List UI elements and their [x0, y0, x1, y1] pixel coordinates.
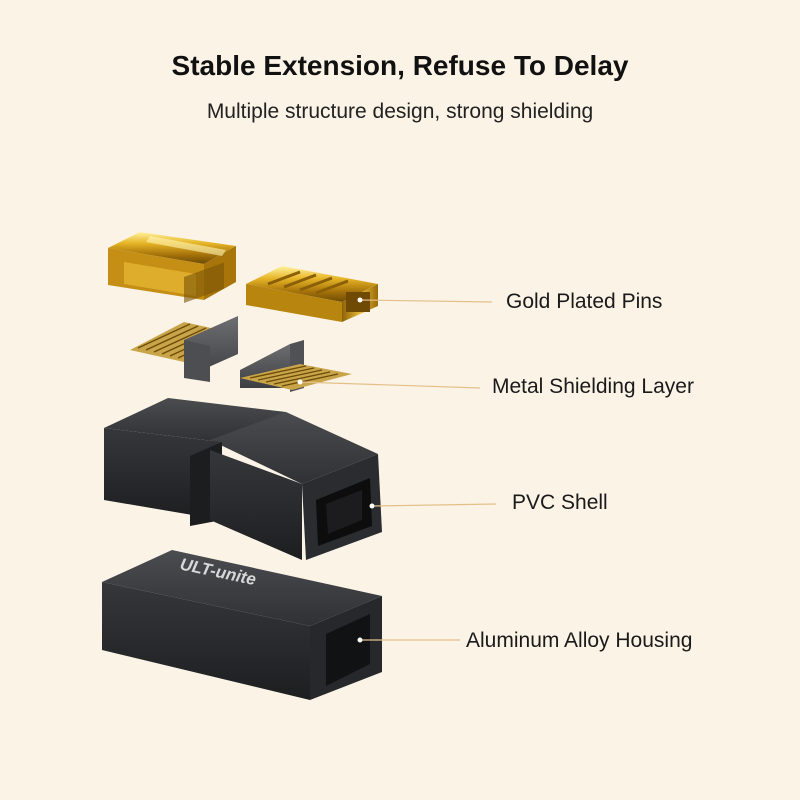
- aluminum-housing: ULT-unite: [102, 550, 382, 700]
- pvc-shell: [104, 398, 382, 560]
- shield-layer-right: [240, 340, 352, 392]
- callout-gold-plated-pins: Gold Plated Pins: [506, 290, 663, 313]
- leader-dots: [297, 297, 375, 643]
- page-subtitle: Multiple structure design, strong shield…: [206, 100, 594, 123]
- callout-metal-shielding-layer: Metal Shielding Layer: [492, 375, 694, 398]
- page-title: Stable Extension, Refuse To Delay: [171, 50, 629, 81]
- leader-lines: [299, 299, 497, 641]
- shield-layer-left: [130, 316, 238, 382]
- callout-pvc-shell: PVC Shell: [512, 491, 608, 514]
- callout-aluminum-alloy-housing: Aluminum Alloy Housing: [466, 629, 693, 652]
- gold-pin-right: [246, 266, 378, 322]
- gold-pin-left: [108, 232, 236, 304]
